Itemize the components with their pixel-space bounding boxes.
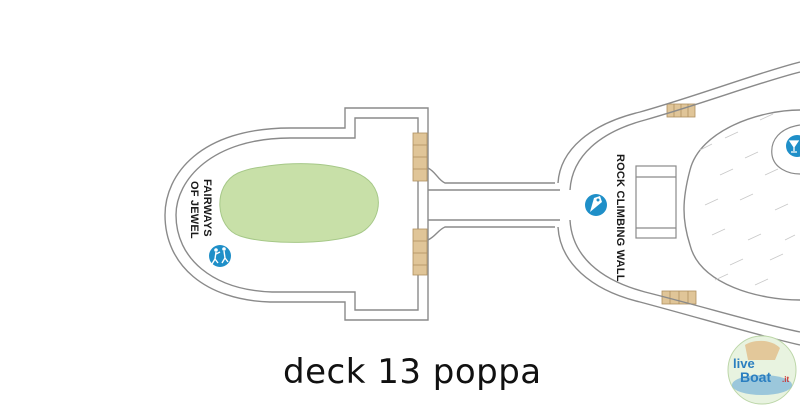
deck-caption: deck 13 poppa	[283, 352, 542, 392]
cocktail-icon	[786, 135, 800, 157]
deck-texture	[699, 113, 796, 286]
rock-climbing-wall-structure	[635, 165, 677, 239]
rock-climbing-icon	[585, 194, 607, 216]
fairways-label-line2: OF JEWEL	[188, 181, 200, 239]
stairs	[412, 103, 697, 305]
fairways-green	[219, 163, 379, 243]
logo-text-boat: Boat	[740, 369, 771, 385]
logo-text-live: live	[733, 356, 755, 371]
forward-deck-structure	[557, 61, 800, 346]
liveboat-logo: live Boat .it	[727, 335, 797, 405]
pool-structure	[771, 124, 800, 175]
rock-climbing-label: ROCK CLIMBING WALL	[614, 154, 626, 282]
fairways-label-line1: FAIRWAYS	[201, 179, 213, 237]
mini-golf-icon	[209, 245, 231, 267]
logo-text-it: .it	[782, 375, 789, 384]
aft-deck-structure	[164, 107, 429, 321]
walkway	[427, 167, 560, 241]
